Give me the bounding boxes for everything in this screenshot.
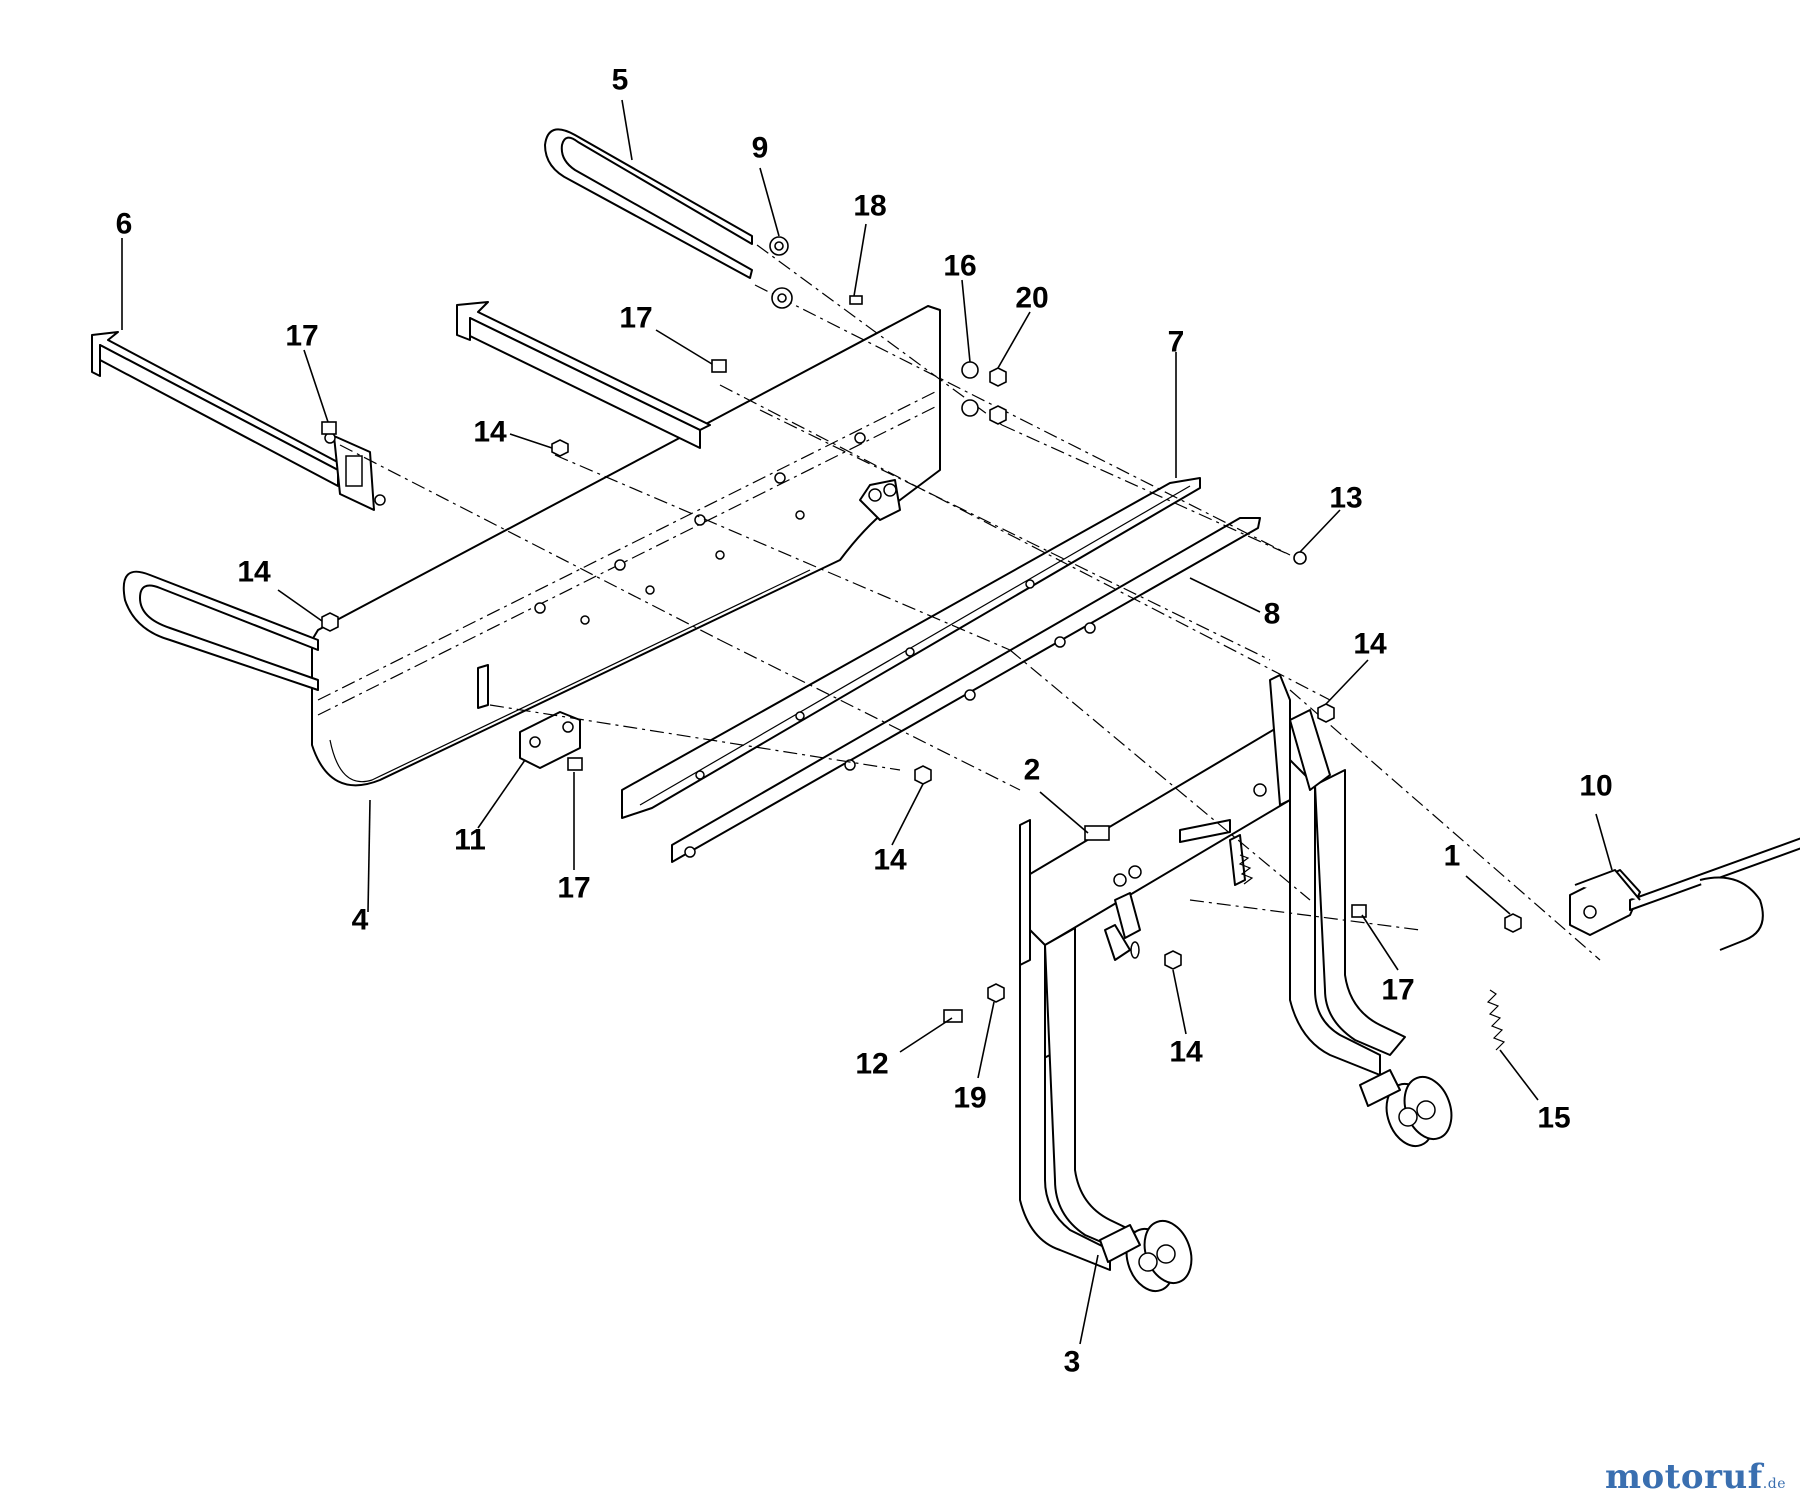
- watermark-logo: motoruf.de: [1605, 1457, 1786, 1497]
- callout-15: 15: [1537, 1102, 1570, 1135]
- lower-u-bar: [122, 570, 319, 691]
- callout-6: 6: [116, 208, 133, 241]
- callout-1: 1: [1444, 840, 1461, 873]
- callout-2: 2: [1024, 754, 1041, 787]
- part-17-bolt-a: [321, 421, 337, 435]
- callout-17d: 17: [1381, 974, 1414, 1007]
- part-17-bolt-b: [711, 359, 727, 373]
- part-11-bracket: [519, 711, 581, 769]
- callout-14a: 14: [473, 416, 507, 449]
- callout-4: 4: [352, 904, 369, 937]
- callout-12: 12: [855, 1048, 888, 1081]
- part-15-spring: [1486, 989, 1506, 1051]
- latch-assembly: [1104, 819, 1254, 961]
- callout-10: 10: [1579, 770, 1612, 803]
- callout-labels: 1 2 3 4 5 6 7 8 9 10 11 12 13 14 14 14 1…: [116, 64, 1613, 1379]
- part-10-pivot-bracket: [1569, 837, 1800, 951]
- part-8-flat-strip: [671, 517, 1261, 863]
- callout-17b: 17: [619, 302, 652, 335]
- part-13-nut: [1293, 551, 1307, 565]
- callout-13: 13: [1329, 482, 1362, 515]
- part-7-angle-bar: [621, 477, 1201, 819]
- callout-7: 7: [1168, 326, 1185, 359]
- part-18-bolt: [849, 295, 863, 305]
- callout-14d: 14: [873, 844, 907, 877]
- hardware: [321, 236, 1522, 1023]
- alignment-lines: [339, 244, 1601, 961]
- part-3-hitch-frame: [1019, 674, 1453, 1292]
- callout-14b: 14: [237, 556, 271, 589]
- part-5-u-bar: [544, 128, 753, 279]
- part-14-nut-d: [914, 765, 932, 785]
- part-1-nut: [1504, 913, 1522, 933]
- part-6-left-rail: [91, 331, 386, 511]
- watermark-brand: motoruf: [1605, 1457, 1763, 1497]
- callout-16: 16: [943, 250, 976, 283]
- callout-14e: 14: [1169, 1036, 1203, 1069]
- callout-9: 9: [752, 132, 769, 165]
- callout-14c: 14: [1353, 628, 1387, 661]
- part-16-washer: [961, 361, 979, 379]
- callout-17a: 17: [285, 320, 318, 353]
- part-14-nut-c: [1317, 703, 1335, 723]
- part-20-nut: [989, 367, 1007, 387]
- part-19-nut: [987, 983, 1005, 1003]
- part-14-nut-a: [551, 439, 569, 457]
- callout-5: 5: [612, 64, 629, 97]
- callout-18: 18: [853, 190, 886, 223]
- part-14-nut-e: [1164, 950, 1182, 970]
- frame-center-rail: [456, 301, 711, 449]
- part-14-nut-b: [321, 612, 339, 632]
- callout-8: 8: [1264, 598, 1281, 631]
- leader-lines: [121, 99, 1613, 1345]
- callout-17c: 17: [557, 872, 590, 905]
- callout-20: 20: [1015, 282, 1048, 315]
- part-17-bolt-d: [1351, 904, 1367, 918]
- watermark-tld: .de: [1762, 1476, 1786, 1492]
- part-17-bolt-c: [567, 757, 583, 771]
- callout-3: 3: [1064, 1346, 1081, 1379]
- part-2-bolt: [1084, 825, 1110, 841]
- callout-19: 19: [953, 1082, 986, 1115]
- callout-11: 11: [454, 824, 486, 857]
- part-12-bolt: [943, 1009, 963, 1023]
- part-4-front-frame: [311, 305, 941, 787]
